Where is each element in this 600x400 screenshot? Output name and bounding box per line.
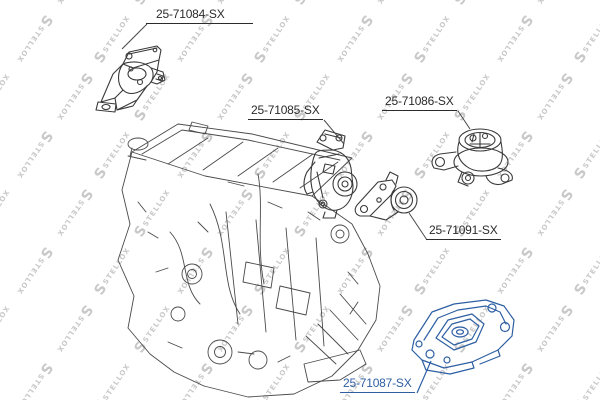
part-drawing-25-71091[interactable] [352, 170, 424, 224]
engine-assembly-drawing [117, 121, 381, 398]
part-drawing-25-71084[interactable] [93, 38, 168, 116]
part-drawing-25-71086[interactable] [428, 118, 525, 192]
part-label-25-71086[interactable]: 25-71086-SX [382, 94, 457, 111]
part-label-25-71091[interactable]: 25-71091-SX [426, 223, 501, 240]
part-label-25-71085[interactable]: 25-71085-SX [248, 103, 323, 120]
part-drawing-25-71085[interactable] [303, 128, 367, 220]
leader-line-gray [121, 23, 471, 241]
part-label-25-71084[interactable]: 25-71084-SX [146, 7, 253, 24]
leader-line-highlight [416, 360, 432, 394]
part-drawing-25-71087-highlighted[interactable] [402, 296, 518, 378]
part-label-25-71087-highlighted[interactable]: 25-71087-SX [340, 376, 415, 393]
